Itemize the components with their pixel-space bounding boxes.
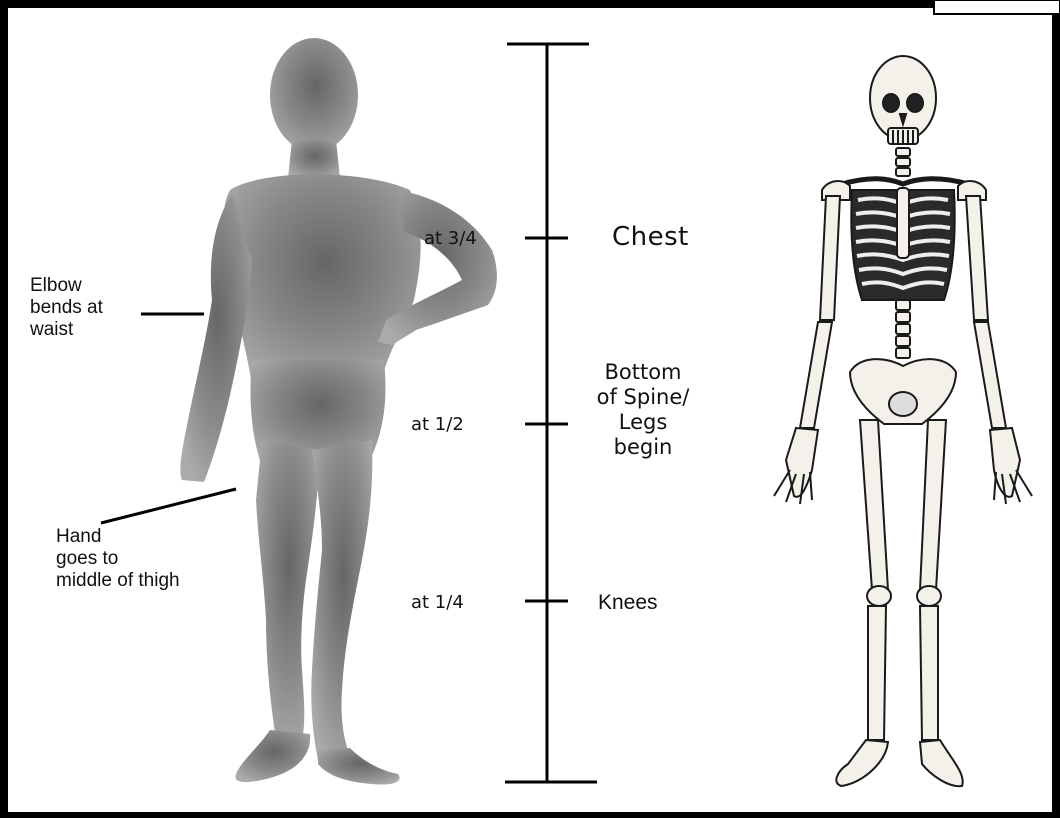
spine-label: Bottom of Spine/ Legs begin — [568, 360, 718, 460]
spine-label-line-2: of Spine/ — [568, 385, 718, 410]
spine-label-line-3: Legs — [568, 410, 718, 435]
elbow-label: Elbow bends at waist — [30, 275, 103, 341]
hand-label-line-2: goes to — [56, 548, 180, 570]
hand-label-line-3: middle of thigh — [56, 570, 180, 592]
hand-label: Hand goes to middle of thigh — [56, 526, 180, 592]
spine-label-line-4: begin — [568, 435, 718, 460]
chest-label: Chest — [612, 222, 689, 252]
corner-tab — [934, 0, 1060, 14]
spine-label-line-1: Bottom — [568, 360, 718, 385]
tick-label-3-4: at 3/4 — [424, 228, 477, 249]
tick-label-1-2: at 1/2 — [411, 414, 464, 435]
elbow-label-line-2: bends at — [30, 297, 103, 319]
elbow-label-line-1: Elbow — [30, 275, 103, 297]
hand-label-line-1: Hand — [56, 526, 180, 548]
tick-label-1-4: at 1/4 — [411, 592, 464, 613]
knees-label: Knees — [598, 591, 658, 615]
elbow-label-line-3: waist — [30, 319, 103, 341]
